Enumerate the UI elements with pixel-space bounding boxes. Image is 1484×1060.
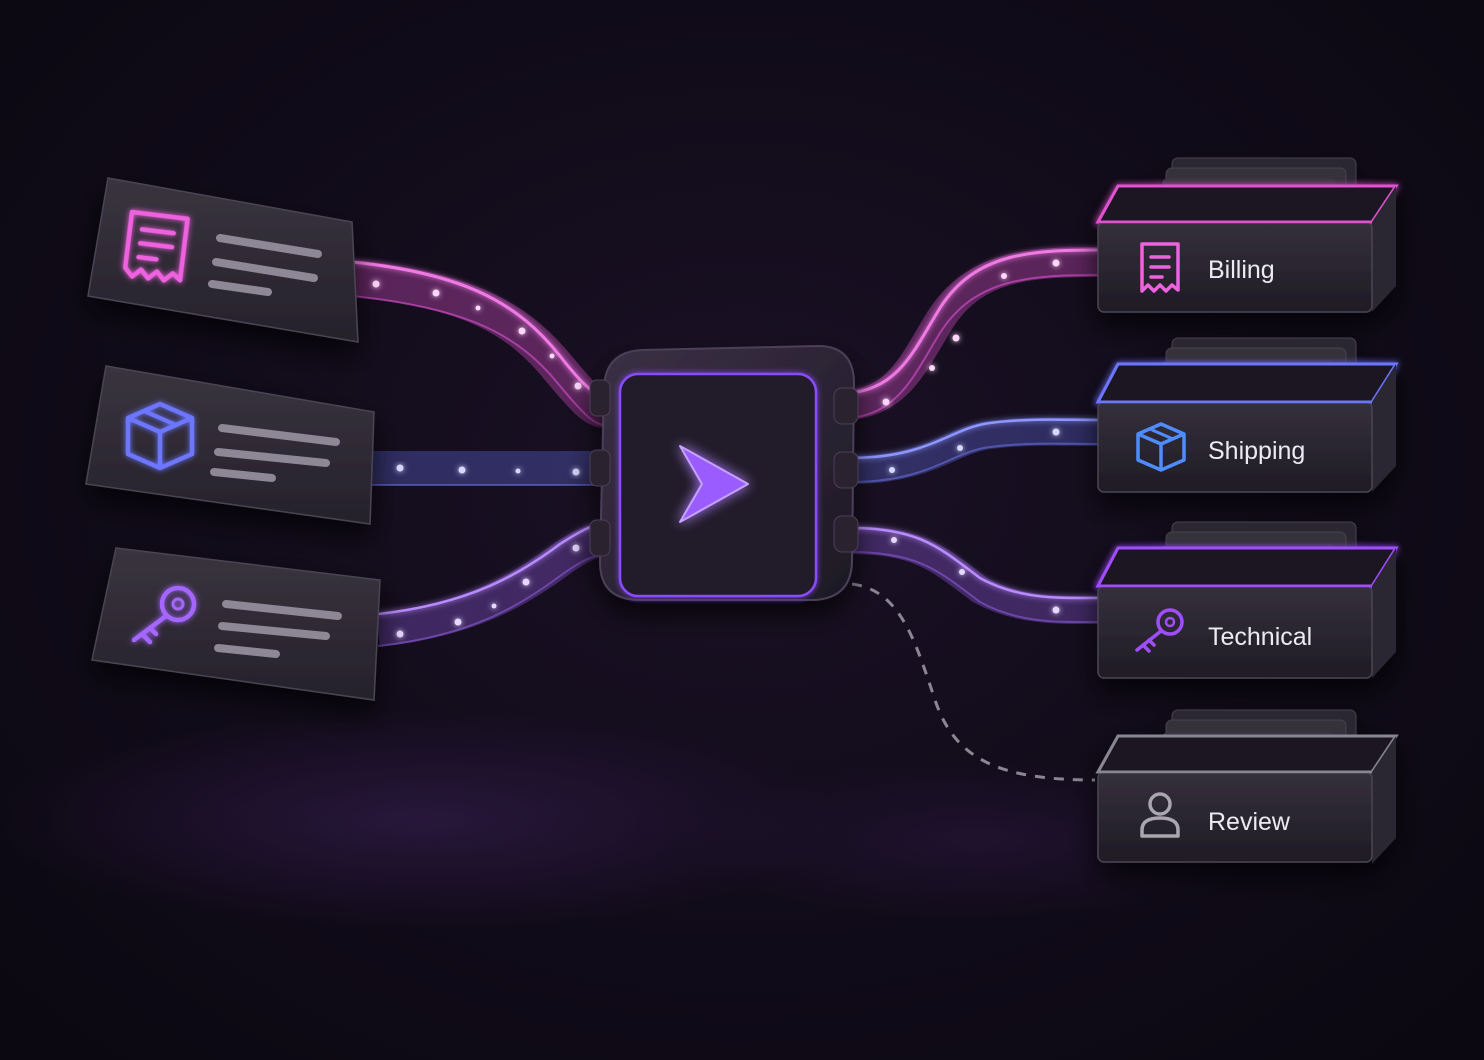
bin-technical-label: Technical <box>1208 623 1312 651</box>
input-card-package <box>85 365 375 525</box>
bin-technical: Technical <box>1095 521 1399 679</box>
output-track-billing <box>847 247 1101 420</box>
bin-billing: Billing <box>1095 157 1399 313</box>
output-track-shipping <box>849 417 1101 484</box>
key-icon <box>1135 608 1184 653</box>
person-icon <box>1140 792 1180 838</box>
card-text-lines <box>214 600 342 658</box>
router-ports <box>589 379 859 557</box>
input-card-key <box>91 547 381 701</box>
bin-shipping-label: Shipping <box>1208 437 1305 465</box>
input-track-blue <box>372 450 600 486</box>
play-triangle-icon <box>679 445 749 523</box>
router-cube <box>589 344 859 601</box>
bin-review-label: Review <box>1208 808 1291 836</box>
card-text-lines <box>210 424 340 482</box>
receipt-icon <box>1140 242 1180 293</box>
output-track-review-dashed <box>851 582 1096 782</box>
output-track-technical <box>849 526 1101 625</box>
card-text-lines <box>208 234 322 296</box>
bin-billing-label: Billing <box>1208 256 1275 284</box>
input-track-pink <box>334 260 623 428</box>
receipt-icon <box>122 209 190 283</box>
package-icon <box>125 401 195 471</box>
key-icon <box>131 585 197 645</box>
bin-shipping: Shipping <box>1095 337 1399 493</box>
package-icon <box>1136 422 1186 472</box>
input-card-receipt <box>87 177 359 343</box>
bin-review: Review <box>1095 709 1399 864</box>
input-track-violet <box>376 522 606 647</box>
